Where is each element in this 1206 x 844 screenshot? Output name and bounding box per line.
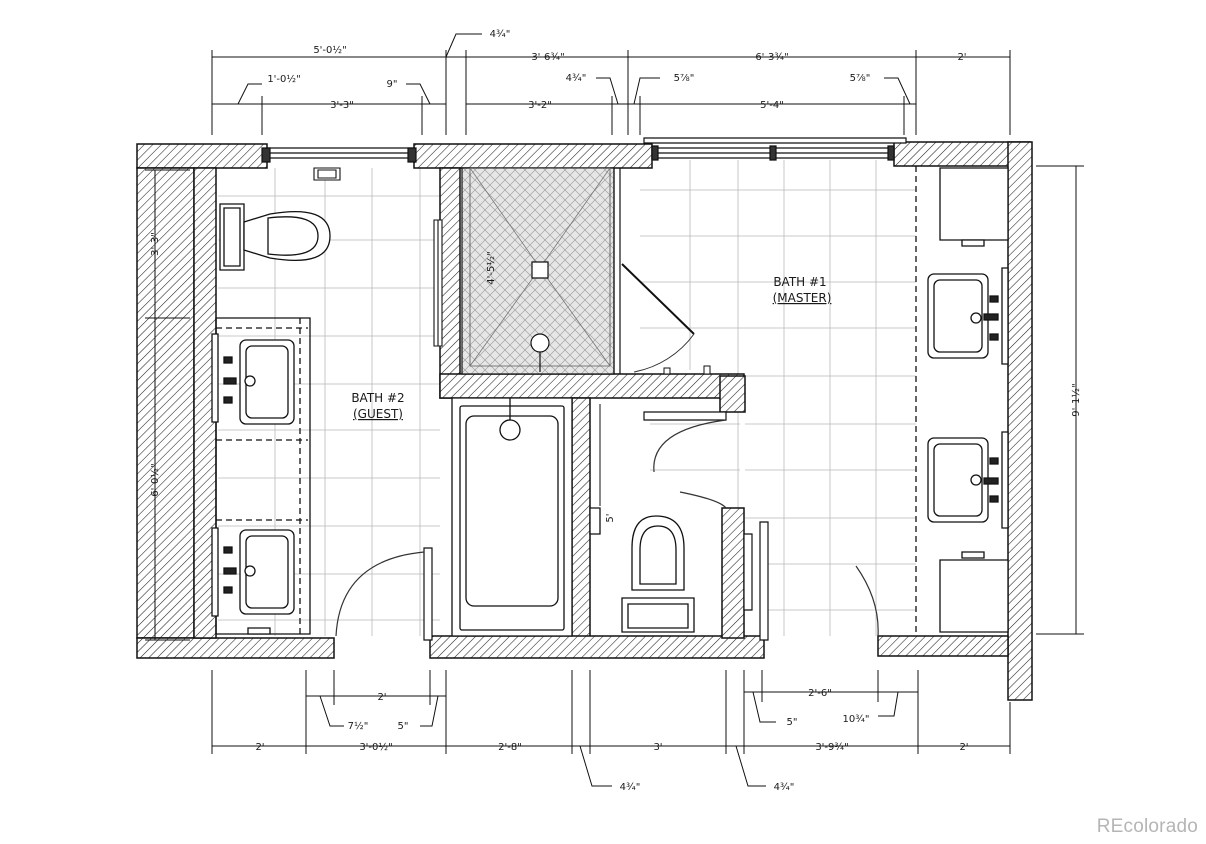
dimension-lines [145, 34, 1084, 786]
vanity-master [916, 166, 1008, 636]
dim-top-overall-1: 5'-0½" [313, 44, 346, 56]
dim-bot-door2-right: 10¾" [842, 714, 869, 725]
dim-bot-overall-3: 2'-8" [498, 742, 522, 753]
dim-bot-overall-4: 3' [653, 742, 662, 753]
dim-top-sub-1: 1'-0½" [267, 73, 300, 85]
dim-bot-door1-right: 5" [398, 721, 409, 732]
dim-top-sub-7: 5'-4" [760, 100, 784, 111]
dim-wc-depth: 5' [605, 513, 616, 522]
dim-bot-door2-left: 5" [787, 717, 798, 728]
room-name-bath1: BATH #1 [773, 275, 826, 289]
dim-bot-overall-5: 3'-9¾" [815, 742, 848, 753]
dim-top-overall-4: 2' [957, 52, 966, 63]
room-sub-bath1: (MASTER) [773, 291, 832, 305]
ledge-fixtures [664, 366, 710, 374]
dim-top-sub-3: 3'-3" [330, 100, 354, 111]
dim-top-overall-2: 3'-6¾" [531, 52, 564, 63]
dim-top-sub-2: 9" [387, 79, 398, 90]
dim-top-sub-6: 3'-2" [528, 100, 552, 111]
dim-shower-depth: 4'-5½" [485, 251, 497, 284]
dim-bot-door2-width: 2'-6" [808, 688, 832, 699]
room-name-bath2: BATH #2 [351, 391, 404, 405]
dim-bot-overall-6: 2' [959, 742, 968, 753]
bathtub [452, 398, 572, 636]
windows [262, 138, 906, 162]
dim-bot-overall-1: 2' [255, 742, 264, 753]
dim-top-sub-4: 4¾" [566, 73, 587, 84]
walls [137, 142, 1032, 700]
shower [462, 168, 694, 374]
towel-bar-guest [434, 220, 442, 346]
dim-top-overall-3: 6'-3¾" [755, 52, 788, 63]
room-sub-bath2: (GUEST) [353, 407, 403, 421]
watermark-text: REcolorado [1096, 816, 1198, 837]
dim-bot-overall-2: 3'-0½" [359, 741, 392, 753]
dim-bot-door1-left: 7½" [348, 720, 369, 732]
dim-left-lower: 6'-0½" [149, 463, 161, 496]
tile-grid-master [640, 160, 916, 636]
toilet-guest [220, 204, 330, 270]
dim-right-overall: 9'-1½" [1070, 383, 1082, 416]
dimension-labels: 5'-0½" 4¾" 3'-6¾" 6'-3¾" 2' 1'-0½" 9" 3'… [149, 29, 1082, 793]
paper-holder-guest [314, 168, 340, 180]
dim-top-jog: 4¾" [490, 29, 511, 40]
dim-top-sub-8: 5⅞" [850, 73, 871, 84]
dim-bot-wall-2: 4¾" [774, 782, 795, 793]
dim-bot-door1-width: 2' [377, 692, 386, 703]
dim-bot-wall-1: 4¾" [620, 782, 641, 793]
doors [336, 412, 878, 640]
dim-top-sub-5: 5⅞" [674, 73, 695, 84]
toilet-master [590, 508, 694, 632]
vanity-guest [212, 318, 310, 634]
dim-left-upper: 3'-3" [150, 232, 161, 256]
